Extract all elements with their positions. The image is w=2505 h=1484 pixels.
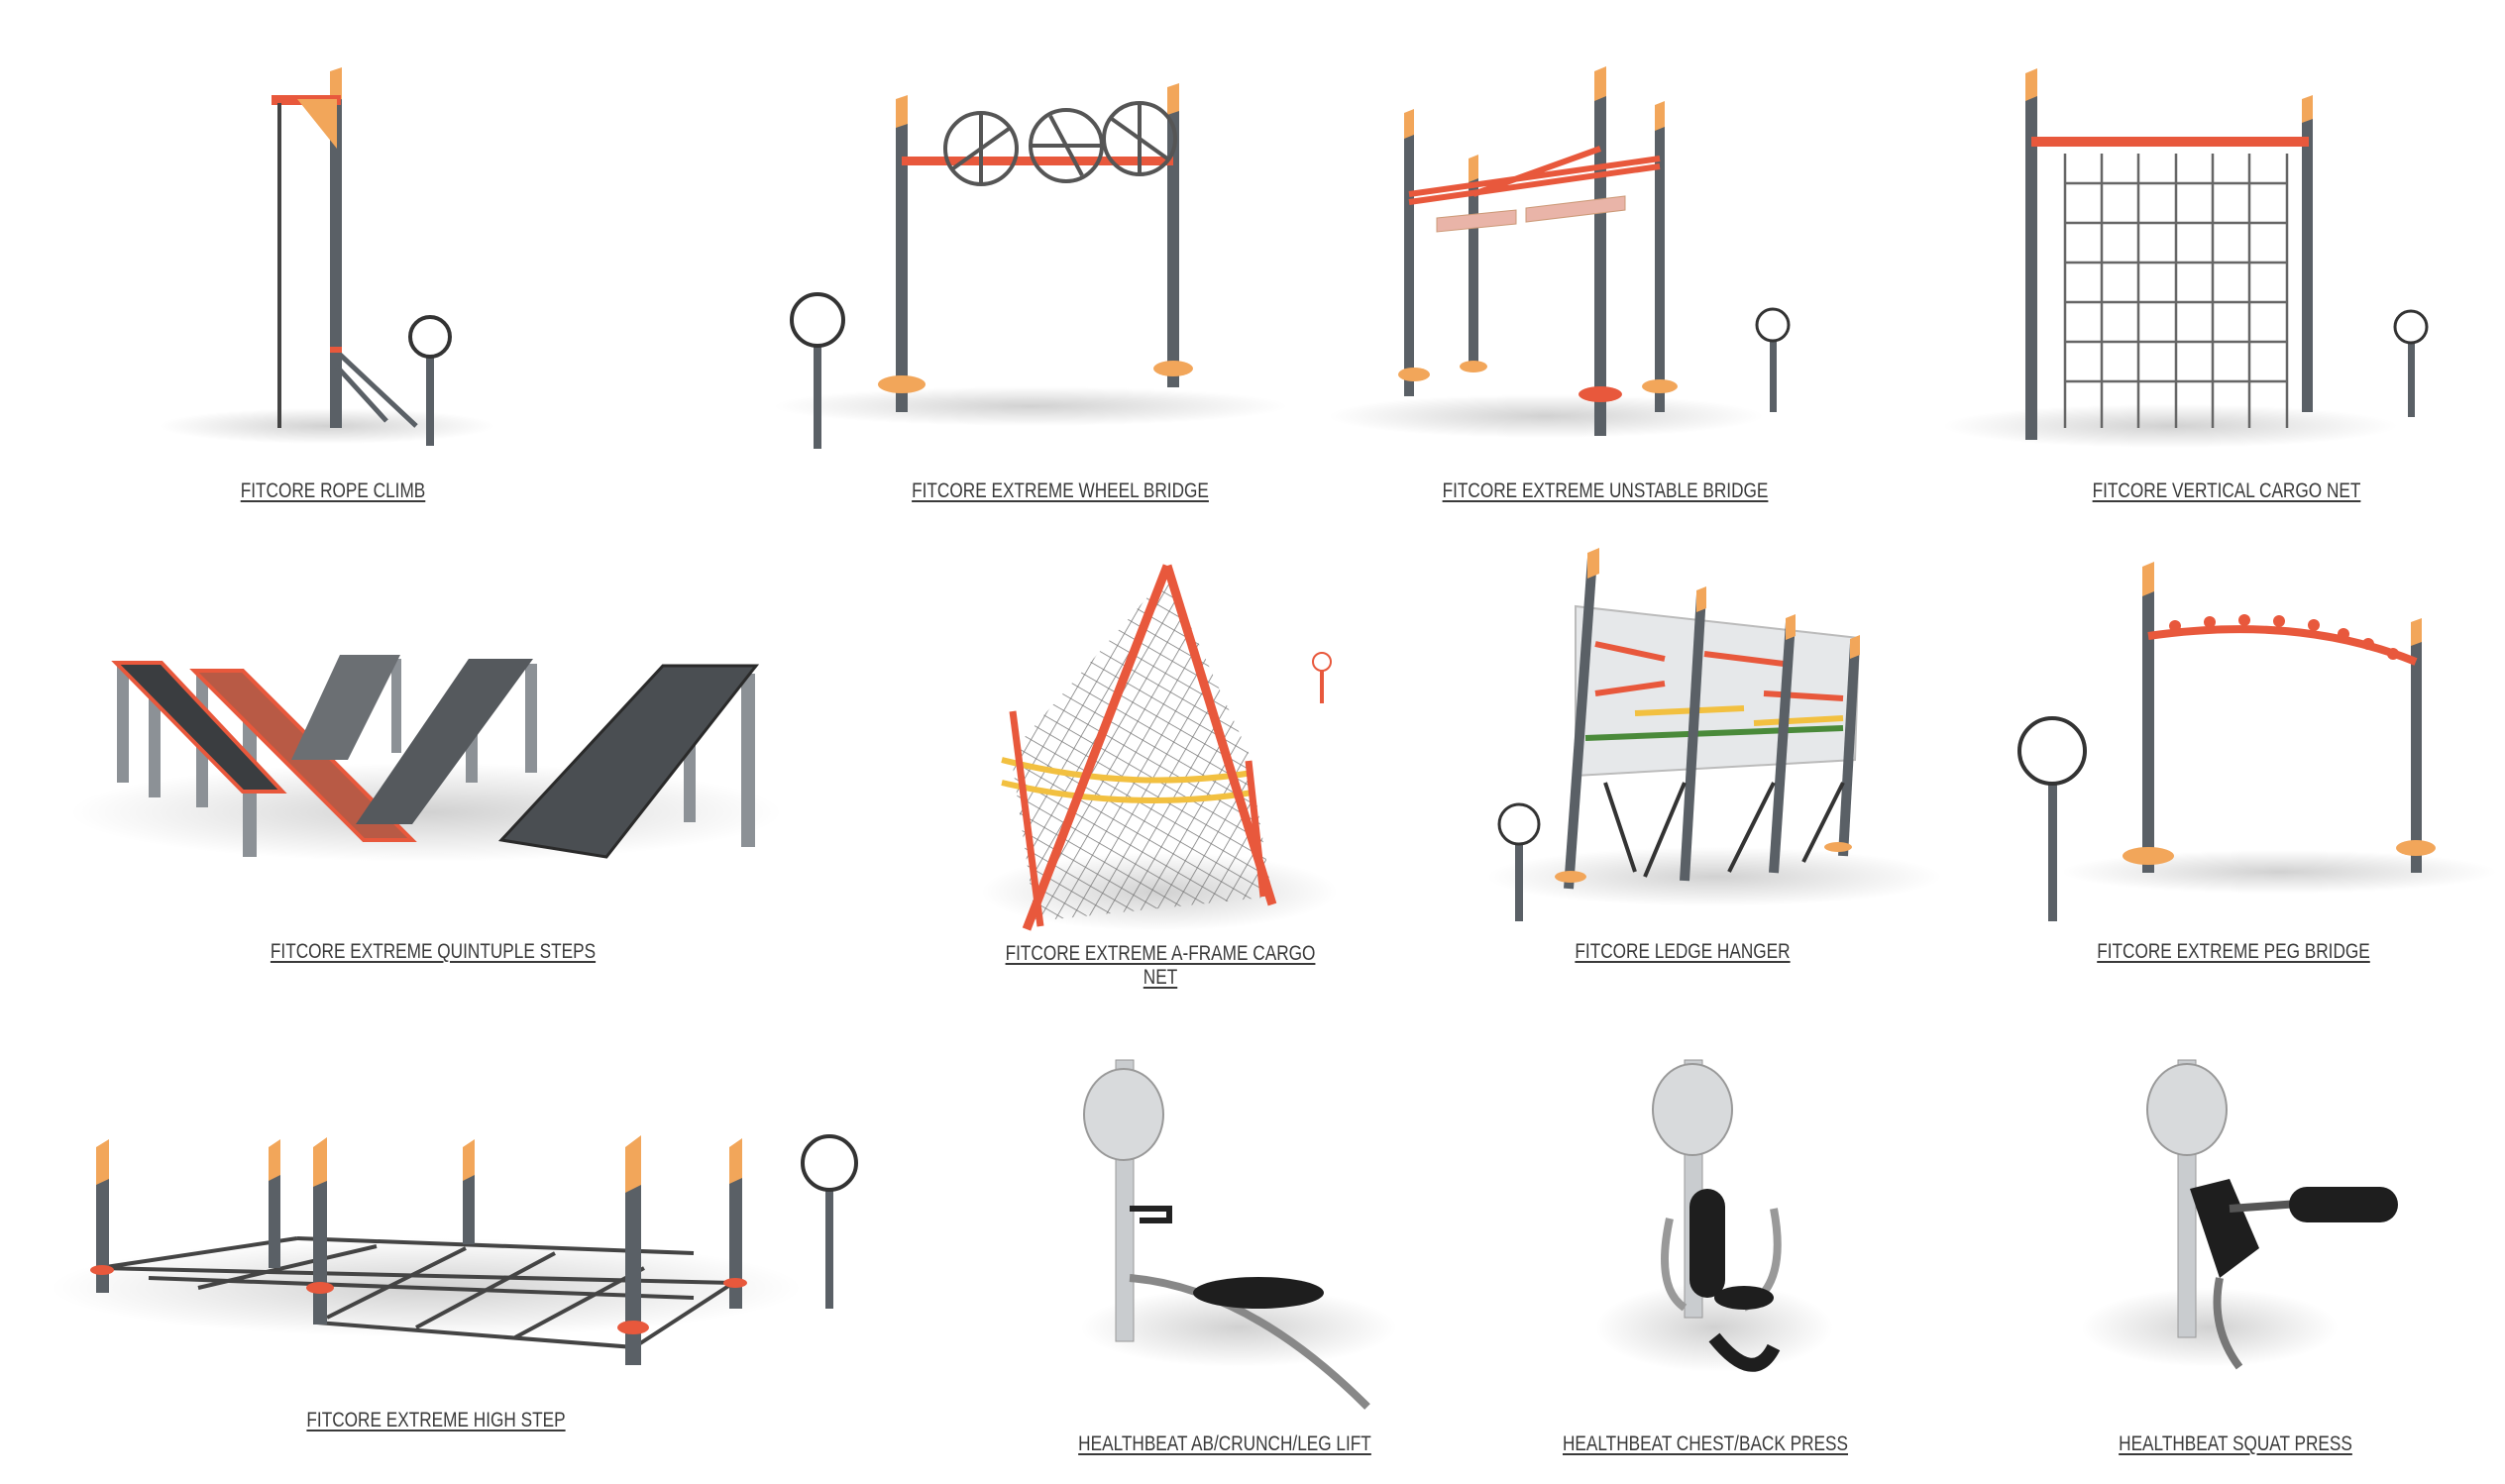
quintuple-steps-illustration[interactable] (69, 655, 783, 862)
product-link-vertical-cargo-net[interactable]: FITCORE VERTICAL CARGO NET (2092, 479, 2361, 502)
chest-back-press-illustration[interactable] (1595, 1059, 1833, 1372)
product-link-squat-press[interactable]: HEALTHBEAT SQUAT PRESS (2119, 1432, 2352, 1455)
rope-climb-illustration[interactable] (159, 67, 495, 446)
squat-press-illustration[interactable] (2081, 1059, 2398, 1370)
unstable-bridge-illustration[interactable] (1328, 66, 1791, 438)
ab-crunch-leg-lift-illustration[interactable] (1080, 1059, 1397, 1410)
peg-bridge-illustration[interactable] (2017, 562, 2497, 921)
product-link-a-frame-cargo-net[interactable]: FITCORE EXTREME A-FRAME CARGO NET (1005, 942, 1316, 989)
vertical-cargo-net-illustration[interactable] (1942, 68, 2429, 448)
product-link-peg-bridge[interactable]: FITCORE EXTREME PEG BRIDGE (2097, 940, 2370, 963)
product-link-rope-climb[interactable]: FITCORE ROPE CLIMB (240, 479, 426, 502)
wheel-bridge-illustration[interactable] (773, 83, 1288, 449)
high-step-illustration[interactable] (50, 1134, 858, 1365)
product-link-unstable-bridge[interactable]: FITCORE EXTREME UNSTABLE BRIDGE (1442, 479, 1769, 502)
ledge-hanger-illustration[interactable] (1486, 548, 1942, 921)
product-link-wheel-bridge[interactable]: FITCORE EXTREME WHEEL BRIDGE (912, 479, 1209, 502)
product-link-high-step[interactable]: FITCORE EXTREME HIGH STEP (306, 1409, 566, 1431)
a-frame-cargo-net-illustration[interactable] (981, 564, 1338, 931)
product-link-quintuple-steps[interactable]: FITCORE EXTREME QUINTUPLE STEPS (270, 940, 597, 963)
product-link-chest-back-press[interactable]: HEALTHBEAT CHEST/BACK PRESS (1562, 1432, 1849, 1455)
product-link-ledge-hanger[interactable]: FITCORE LEDGE HANGER (1575, 940, 1791, 963)
product-link-ab-crunch-leg-lift[interactable]: HEALTHBEAT AB/CRUNCH/LEG LIFT (1078, 1432, 1371, 1455)
